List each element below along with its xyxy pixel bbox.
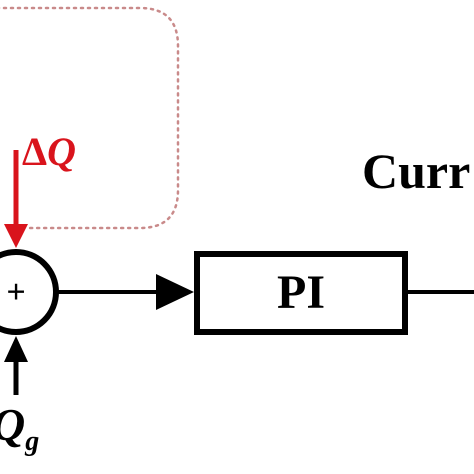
summing-junction bbox=[0, 249, 59, 335]
qg-variable: Q bbox=[0, 399, 25, 450]
qg-arrowhead bbox=[4, 336, 28, 362]
pi-input-arrowhead bbox=[156, 274, 194, 310]
delta-q-variable: Q bbox=[47, 129, 76, 174]
pi-controller-block bbox=[194, 251, 408, 335]
delta-q-arrowhead bbox=[4, 224, 28, 248]
qg-label: Qg bbox=[0, 399, 39, 457]
pi-block-label: PI bbox=[277, 266, 325, 319]
summing-plus-sign: + bbox=[6, 274, 25, 311]
delta-q-label: ΔQ bbox=[22, 129, 76, 174]
current-loop-label: Curr bbox=[362, 143, 470, 199]
delta-symbol: Δ bbox=[22, 129, 47, 174]
dotted-group-box bbox=[0, 6, 180, 230]
qg-subscript: g bbox=[24, 426, 39, 457]
